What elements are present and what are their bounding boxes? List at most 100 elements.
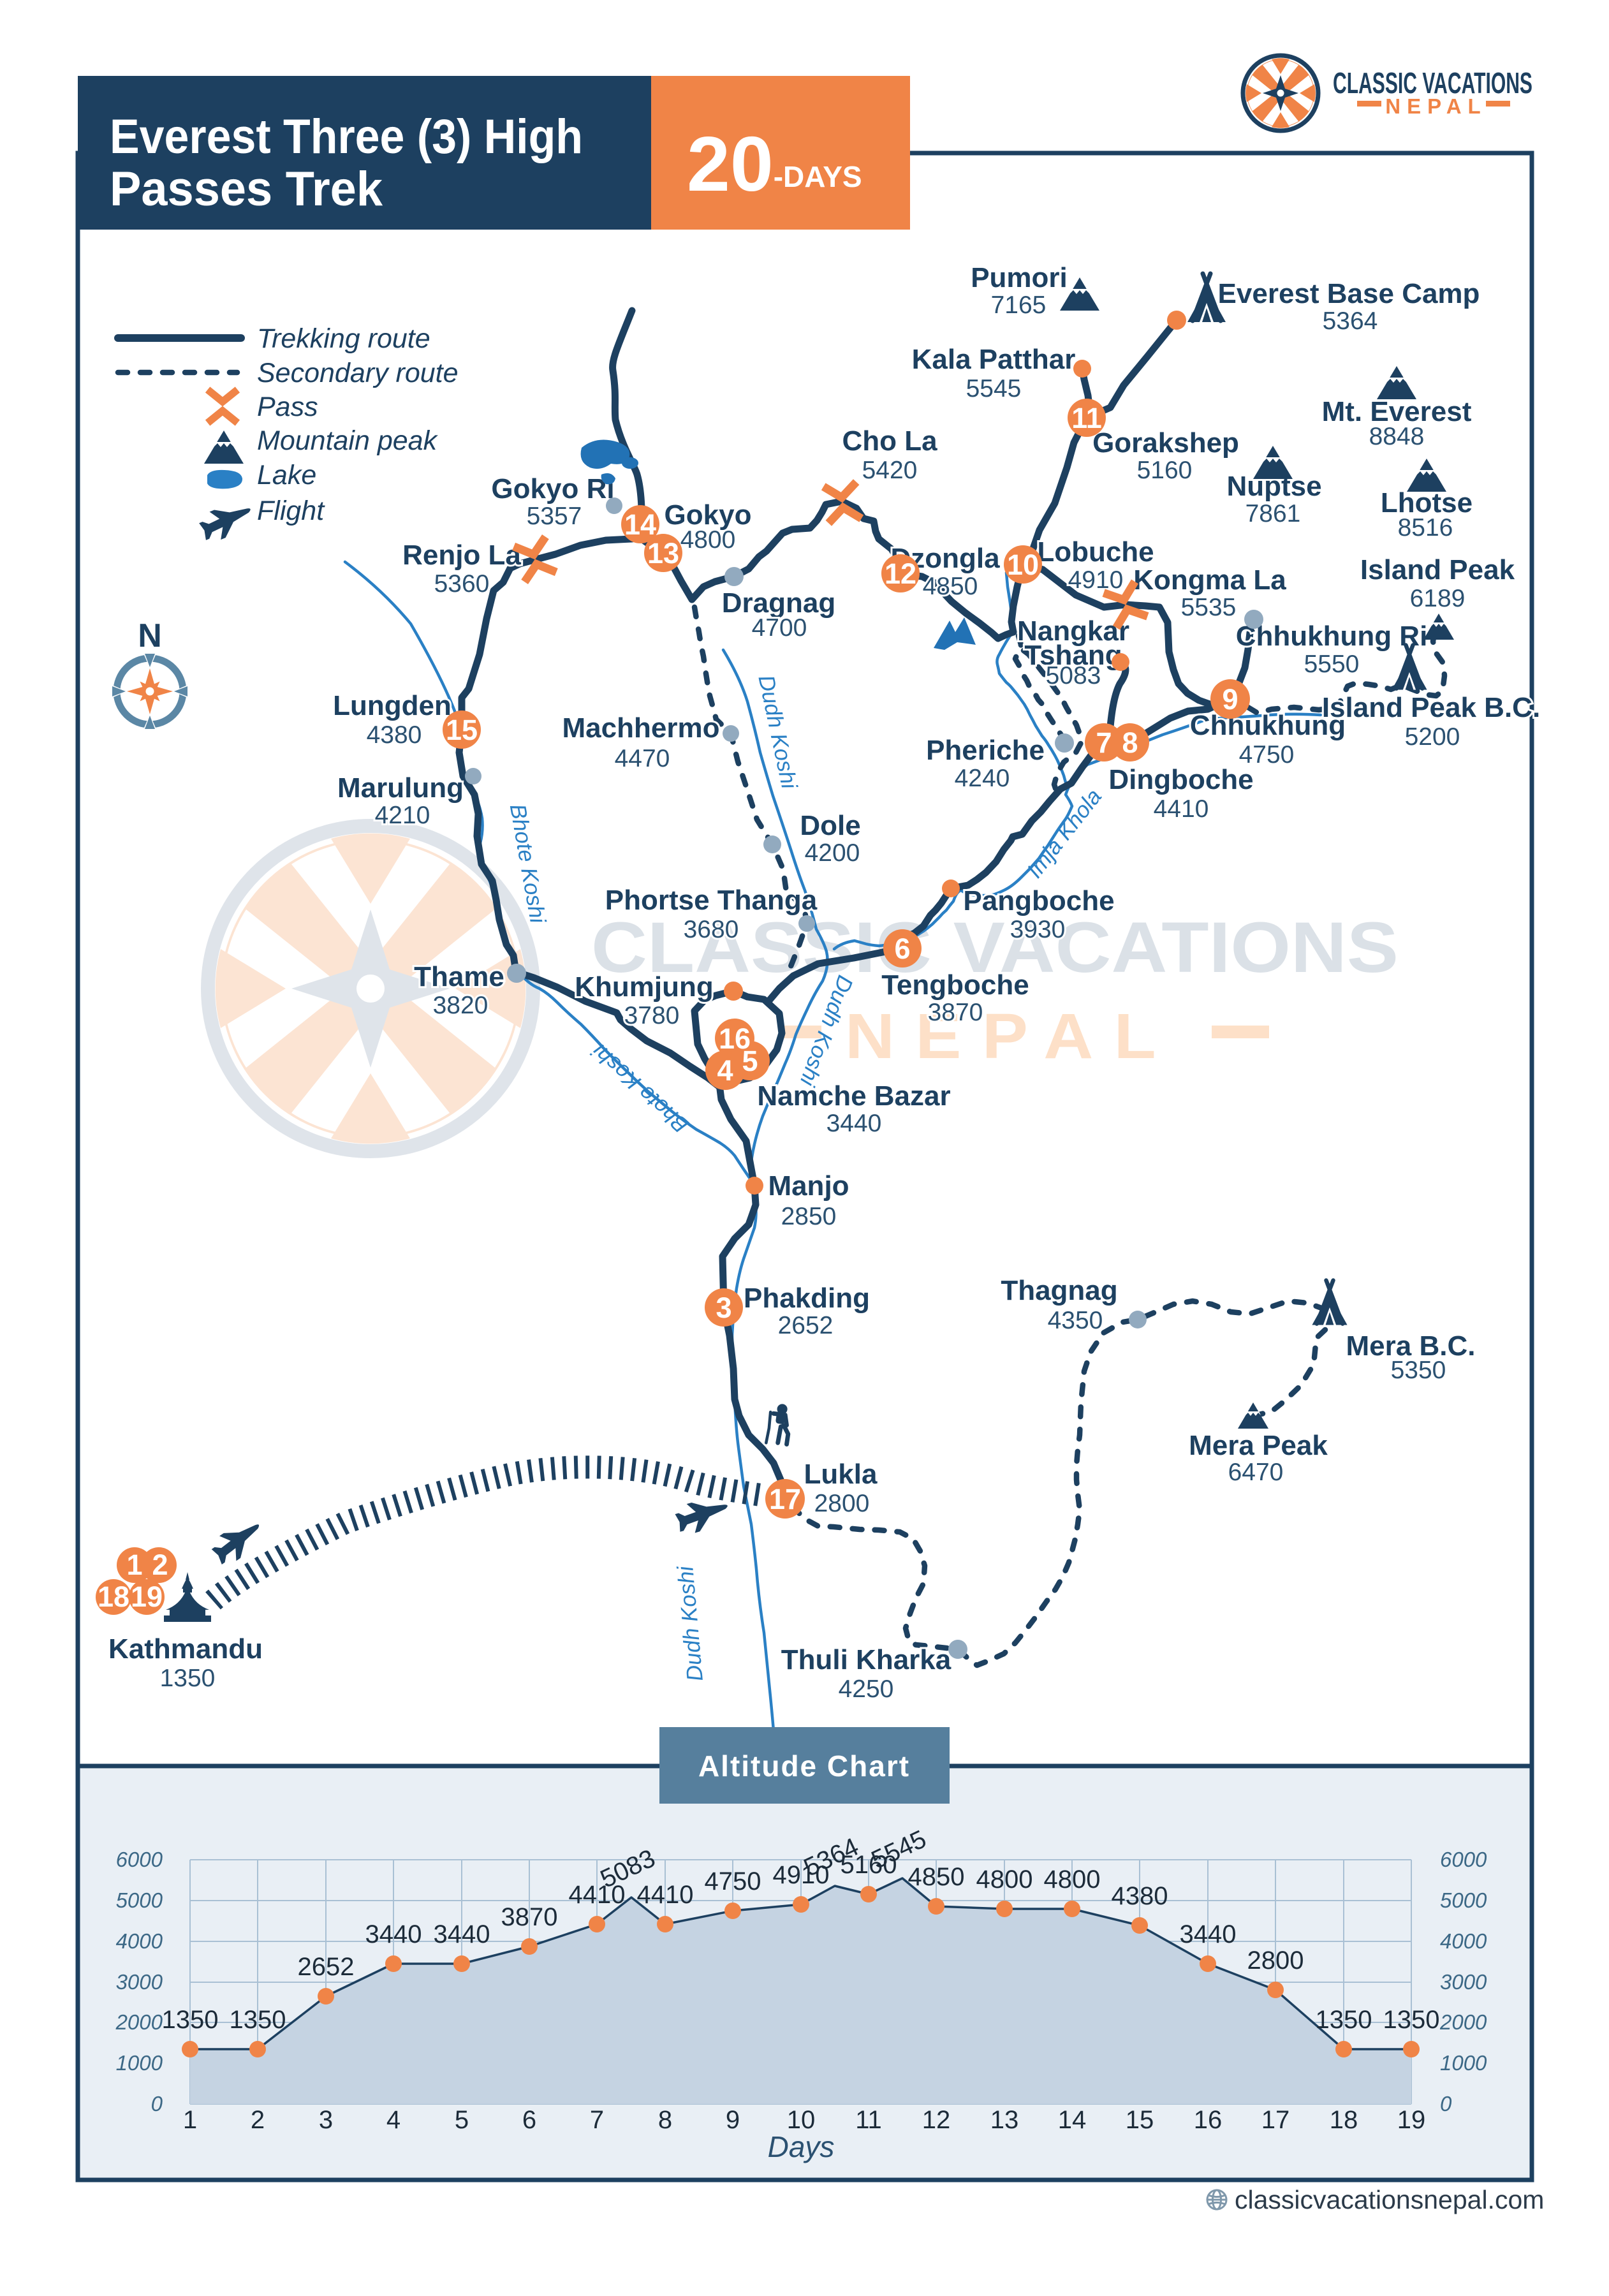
svg-text:Tshang: Tshang [1024, 640, 1122, 671]
svg-text:17: 17 [1261, 2106, 1290, 2134]
svg-text:4850: 4850 [923, 573, 978, 600]
svg-text:Dole: Dole [800, 810, 860, 841]
svg-text:18: 18 [98, 1580, 129, 1613]
svg-text:1350: 1350 [160, 1665, 216, 1692]
svg-text:NEPAL: NEPAL [1385, 94, 1487, 118]
svg-text:3: 3 [319, 2106, 333, 2134]
svg-text:11: 11 [855, 2106, 882, 2134]
svg-text:5535: 5535 [1181, 594, 1237, 621]
svg-text:Passes Trek: Passes Trek [110, 162, 383, 216]
svg-text:4800: 4800 [976, 1866, 1033, 1894]
svg-text:16: 16 [719, 1022, 751, 1055]
svg-text:Days: Days [768, 2130, 835, 2163]
svg-text:Phortse Thanga: Phortse Thanga [605, 885, 818, 916]
svg-text:4380: 4380 [1112, 1882, 1168, 1910]
svg-text:13: 13 [990, 2106, 1019, 2134]
svg-text:Khumjung: Khumjung [575, 971, 714, 1003]
svg-text:N: N [138, 617, 162, 654]
svg-text:2652: 2652 [778, 1312, 834, 1339]
svg-text:1350: 1350 [1383, 2006, 1440, 2034]
svg-text:4750: 4750 [705, 1867, 761, 1895]
svg-text:4410: 4410 [637, 1881, 694, 1909]
svg-text:Lungden: Lungden [333, 690, 452, 721]
svg-text:Everest Three (3) High: Everest Three (3) High [110, 110, 583, 164]
svg-text:3440: 3440 [827, 1110, 882, 1137]
svg-text:17: 17 [769, 1483, 801, 1515]
svg-text:Pheriche: Pheriche [926, 735, 1045, 766]
svg-text:Trekking route: Trekking route [257, 323, 430, 354]
svg-text:Altitude Chart: Altitude Chart [698, 1749, 910, 1783]
svg-text:6000: 6000 [1440, 1848, 1487, 1871]
svg-text:Phakding: Phakding [744, 1283, 870, 1314]
svg-text:3870: 3870 [501, 1903, 558, 1931]
svg-text:5364: 5364 [1323, 307, 1378, 335]
svg-text:Gorakshep: Gorakshep [1092, 427, 1239, 459]
svg-text:13: 13 [647, 537, 679, 570]
svg-text:Pass: Pass [257, 392, 318, 422]
svg-text:5550: 5550 [1304, 651, 1360, 678]
svg-text:4800: 4800 [1044, 1866, 1101, 1894]
svg-text:Renjo La: Renjo La [402, 540, 521, 571]
svg-text:5360: 5360 [434, 570, 490, 598]
svg-text:Island Peak: Island Peak [1360, 554, 1515, 585]
svg-text:12: 12 [885, 557, 916, 590]
svg-text:Chhukhung: Chhukhung [1190, 710, 1346, 741]
svg-text:16: 16 [1194, 2106, 1223, 2134]
svg-text:5350: 5350 [1391, 1357, 1446, 1384]
svg-text:0: 0 [151, 2092, 163, 2116]
svg-text:7: 7 [590, 2106, 604, 2134]
svg-text:4910: 4910 [773, 1861, 830, 1889]
svg-text:10: 10 [787, 2106, 816, 2134]
svg-text:5357: 5357 [527, 503, 582, 530]
svg-text:Cho La: Cho La [842, 425, 937, 457]
svg-text:Pangboche: Pangboche [963, 885, 1114, 916]
svg-text:1: 1 [183, 2106, 197, 2134]
svg-text:10: 10 [1007, 548, 1039, 581]
svg-text:3440: 3440 [434, 1920, 490, 1948]
svg-text:8: 8 [658, 2106, 672, 2134]
svg-text:14: 14 [1058, 2106, 1087, 2134]
svg-text:1000: 1000 [1440, 2051, 1487, 2075]
svg-text:5000: 5000 [1440, 1888, 1487, 1912]
svg-text:4000: 4000 [1440, 1929, 1487, 1953]
svg-text:14: 14 [624, 508, 656, 541]
svg-text:3000: 3000 [116, 1970, 163, 1994]
svg-text:Gokyo: Gokyo [665, 499, 752, 531]
svg-text:Dragnag: Dragnag [722, 587, 835, 619]
svg-text:Nangkar: Nangkar [1017, 615, 1129, 647]
svg-text:Kathmandu: Kathmandu [108, 1633, 263, 1665]
svg-text:Manjo: Manjo [768, 1170, 849, 1202]
svg-text:Mera B.C.: Mera B.C. [1346, 1330, 1476, 1362]
svg-text:Thuli Kharka: Thuli Kharka [781, 1644, 951, 1675]
svg-text:Everest Base Camp: Everest Base Camp [1218, 278, 1480, 309]
svg-text:3870: 3870 [928, 999, 983, 1026]
svg-text:6000: 6000 [116, 1848, 163, 1871]
svg-text:5545: 5545 [966, 375, 1022, 402]
svg-text:1: 1 [126, 1549, 142, 1581]
svg-text:3820: 3820 [433, 992, 489, 1019]
svg-text:2000: 2000 [1439, 2010, 1487, 2034]
svg-text:5083: 5083 [1046, 662, 1101, 689]
svg-text:11: 11 [1071, 402, 1102, 434]
svg-text:2850: 2850 [781, 1203, 837, 1230]
svg-text:3440: 3440 [1180, 1920, 1237, 1948]
svg-text:Mera Peak: Mera Peak [1189, 1430, 1328, 1461]
svg-text:Tengboche: Tengboche [881, 969, 1029, 1001]
svg-text:Kala Patthar: Kala Patthar [912, 344, 1076, 375]
svg-text:1350: 1350 [1316, 2006, 1372, 2034]
svg-text:5420: 5420 [862, 457, 918, 484]
svg-text:classicvacationsnepal.com: classicvacationsnepal.com [1235, 2185, 1544, 2214]
svg-text:12: 12 [922, 2106, 951, 2134]
svg-text:7165: 7165 [991, 291, 1047, 319]
svg-text:3: 3 [716, 1292, 731, 1324]
svg-text:4410: 4410 [569, 1881, 626, 1909]
svg-text:7: 7 [1096, 726, 1112, 759]
svg-text:Namche Bazar: Namche Bazar [757, 1080, 950, 1112]
svg-text:CLASSIC VACATIONS: CLASSIC VACATIONS [591, 908, 1399, 987]
svg-text:4470: 4470 [615, 745, 670, 772]
svg-text:4380: 4380 [367, 721, 422, 749]
svg-text:6: 6 [894, 932, 910, 965]
svg-text:Thame: Thame [414, 961, 504, 992]
svg-text:Mt. Everest: Mt. Everest [1322, 396, 1472, 427]
svg-text:3440: 3440 [365, 1920, 422, 1948]
